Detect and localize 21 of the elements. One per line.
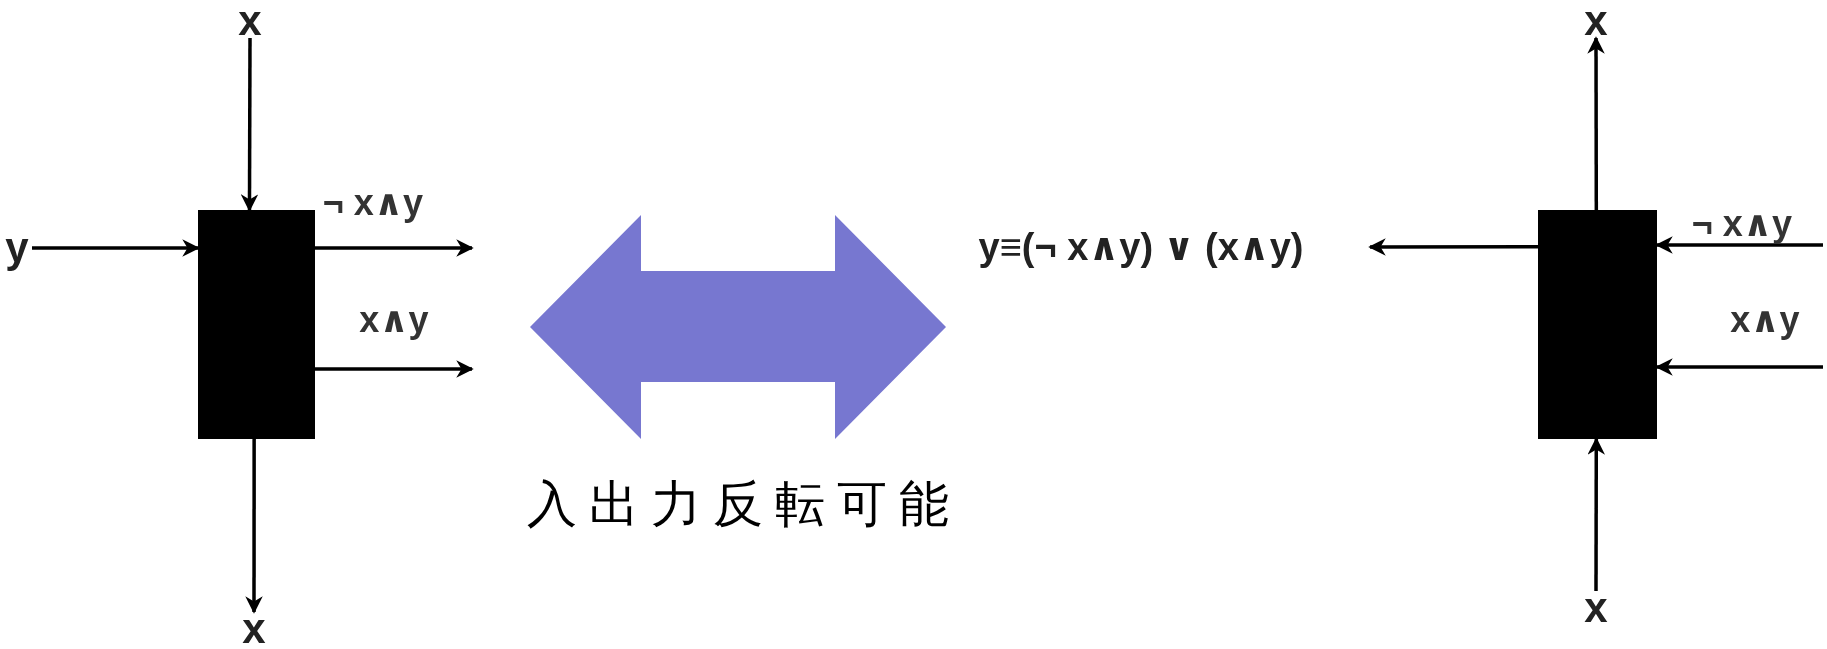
arrow [315, 239, 474, 257]
variable-label: x [1584, 587, 1608, 629]
arrow [32, 239, 200, 257]
edge-label: ¬ x∧y [322, 185, 424, 221]
arrow [1587, 437, 1606, 591]
arrow [240, 38, 259, 212]
arrow [1587, 36, 1605, 210]
function-block [1538, 210, 1657, 439]
caption-text: 入出力反転可能 [527, 479, 961, 529]
edge-label: x∧y [1730, 302, 1800, 338]
function-block [198, 210, 315, 439]
variable-label: y [5, 227, 29, 269]
arrow [245, 439, 263, 614]
formula-text: y≡(¬ x∧y) ∨ (x∧y) [978, 228, 1304, 266]
arrow [315, 360, 474, 378]
edge-label: ¬ x∧y [1691, 206, 1793, 242]
arrow [1368, 238, 1538, 256]
variable-label: x [238, 0, 262, 42]
edge-label: x∧y [359, 302, 429, 338]
variable-label: x [1584, 0, 1608, 42]
variable-label: x [242, 608, 266, 649]
